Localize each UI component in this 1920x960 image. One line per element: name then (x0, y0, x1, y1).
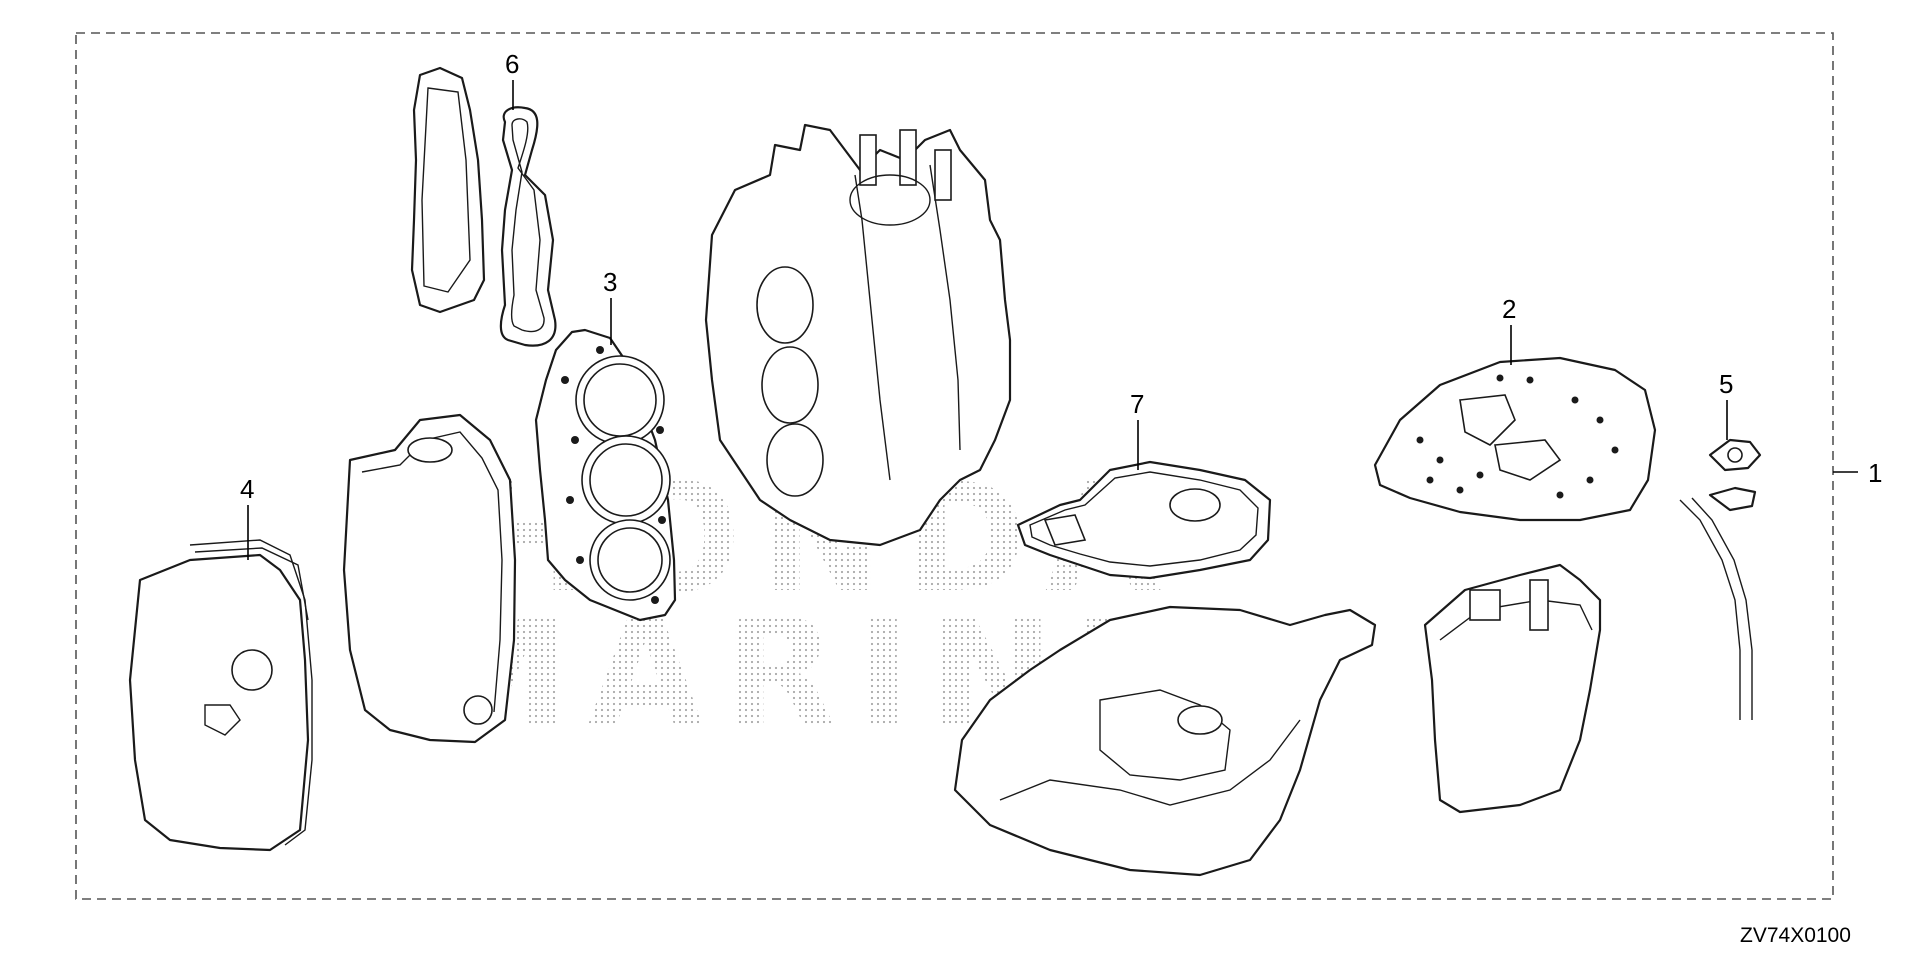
callout-1: 1 (1868, 458, 1882, 488)
callout-4: 4 (240, 474, 254, 504)
exhaust-cover-plate-drawing (410, 66, 486, 314)
item-5-flange-gasket (1708, 438, 1762, 472)
callout-3: 3 (603, 267, 617, 297)
item-6-exhaust-cover-gasket (499, 106, 557, 347)
cylinder-head-drawing (342, 413, 517, 744)
leader-lines (247, 80, 1858, 560)
item-3-cylinder-head-gasket (534, 328, 677, 622)
kit-border (75, 32, 1834, 900)
oil-pipe-drawing (1679, 486, 1757, 720)
item-2-mount-gasket (1373, 356, 1657, 522)
item-7-gasket (1016, 460, 1272, 580)
engine-block-drawing (704, 123, 1012, 547)
oil-pan-drawing (953, 605, 1377, 877)
extension-case-drawing (1423, 563, 1602, 814)
callout-2: 2 (1502, 294, 1516, 324)
callout-5: 5 (1719, 369, 1733, 399)
item-4-head-cover-gasket (128, 539, 313, 852)
drawing-code: ZV74X0100 (1740, 924, 1851, 947)
callout-6: 6 (505, 49, 519, 79)
callout-7: 7 (1130, 389, 1144, 419)
